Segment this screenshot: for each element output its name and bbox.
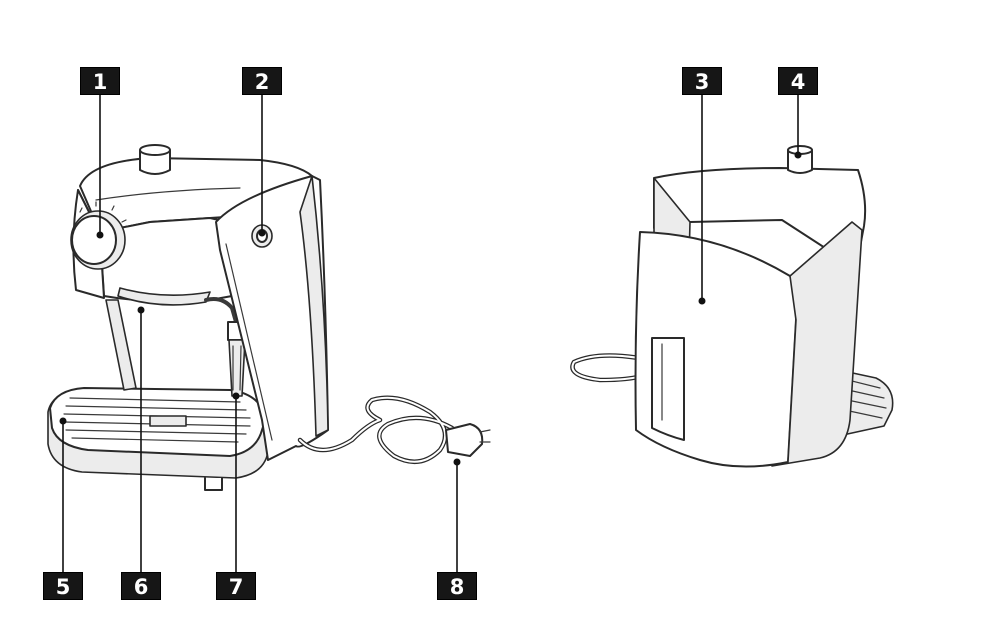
callout-badge-7: 7 xyxy=(216,572,256,600)
leader-dot-3 xyxy=(698,297,706,305)
rear-power-cable xyxy=(570,353,653,383)
callout-badge-2: 2 xyxy=(242,67,282,95)
callout-badge-8: 8 xyxy=(437,572,477,600)
power-cable xyxy=(297,395,455,464)
leader-lines xyxy=(59,95,802,572)
callout-badge-6: 6 xyxy=(121,572,161,600)
leader-dot-2 xyxy=(258,229,266,237)
callout-badge-4: 4 xyxy=(778,67,818,95)
leader-dot-6 xyxy=(137,306,145,314)
leader-dot-1 xyxy=(96,231,104,239)
drip-tray xyxy=(47,387,269,491)
brew-head xyxy=(117,287,211,306)
water-tank xyxy=(634,221,863,468)
support-leg xyxy=(105,299,137,391)
rear-view-machine xyxy=(570,145,894,468)
callout-badge-5: 5 xyxy=(43,572,83,600)
rotary-selector-knob xyxy=(70,201,127,270)
leader-dot-8 xyxy=(453,458,461,466)
leader-dot-7 xyxy=(232,392,240,400)
callout-badge-3: 3 xyxy=(682,67,722,95)
power-plug xyxy=(445,423,491,457)
top-cap-knob xyxy=(139,144,171,175)
side-housing xyxy=(215,175,329,461)
leader-dot-5 xyxy=(59,417,67,425)
front-view-machine xyxy=(47,144,491,491)
rear-top-cap xyxy=(787,145,813,174)
rear-top-housing xyxy=(653,167,867,269)
leader-dot-4 xyxy=(794,151,802,159)
callout-badge-1: 1 xyxy=(80,67,120,95)
